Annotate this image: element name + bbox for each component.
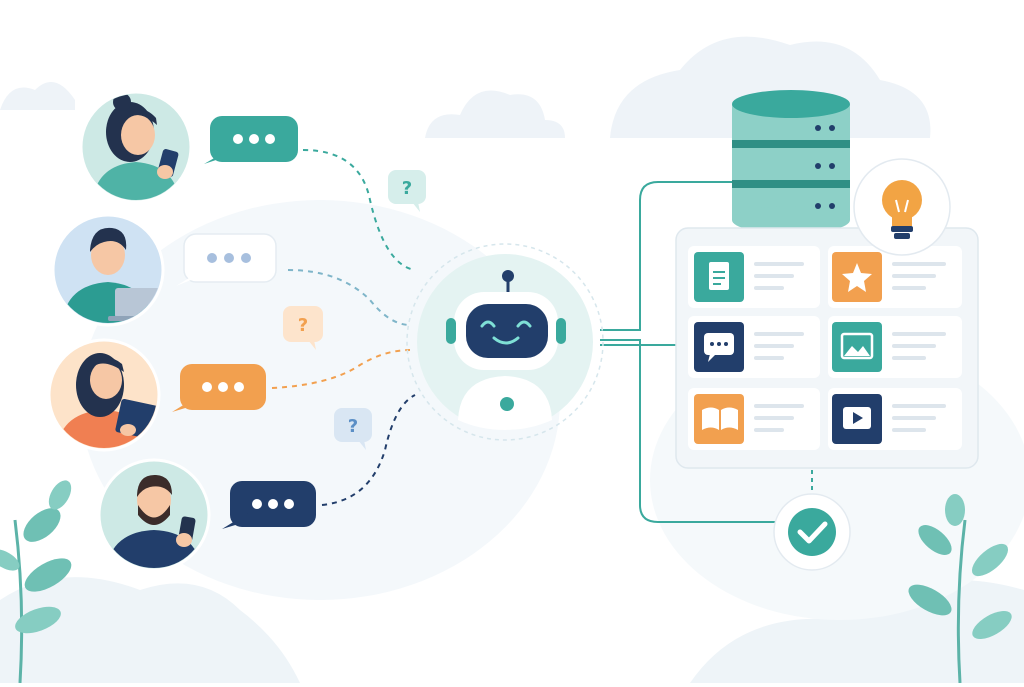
kb-card-document (688, 246, 820, 308)
speech-bubble-3 (172, 364, 266, 412)
kb-card-book (688, 388, 820, 450)
kb-card-video (828, 388, 962, 450)
cloud-left (0, 82, 75, 110)
question-bubble-3: ? (334, 408, 372, 450)
connector-robot-to-db (600, 181, 738, 331)
question-mark-1: ? (402, 178, 412, 199)
plant-left (0, 480, 72, 684)
user-connectors (271, 149, 416, 506)
question-bubble-1: ? (388, 170, 426, 212)
cloud-center (425, 90, 565, 138)
speech-bubble-4 (222, 481, 316, 529)
knowledge-panel (675, 227, 979, 469)
user-man-phone (97, 458, 316, 572)
database-icon (732, 90, 850, 234)
kb-card-image (828, 316, 962, 378)
question-mark-2: ? (298, 315, 308, 336)
connector-user-3 (271, 349, 411, 389)
connector-robot-to-result (600, 339, 780, 523)
kb-connectors (600, 181, 780, 523)
plant-right (908, 494, 1012, 684)
speech-bubble-2 (176, 233, 277, 286)
question-mark-3: ? (348, 416, 358, 437)
connector-user-2 (287, 269, 411, 326)
cloud-right (610, 36, 931, 138)
user-woman-tablet (47, 338, 266, 452)
robot-icon (406, 243, 604, 441)
user-woman-phone (79, 90, 298, 204)
connector-user-1 (302, 149, 416, 271)
speech-bubble-1 (204, 116, 298, 164)
kb-card-chat (688, 316, 820, 378)
kb-card-star (828, 246, 962, 308)
lightbulb-icon (853, 158, 951, 256)
checkmark-icon (773, 493, 851, 571)
question-bubble-2: ? (283, 306, 323, 350)
ground-left (0, 577, 300, 683)
